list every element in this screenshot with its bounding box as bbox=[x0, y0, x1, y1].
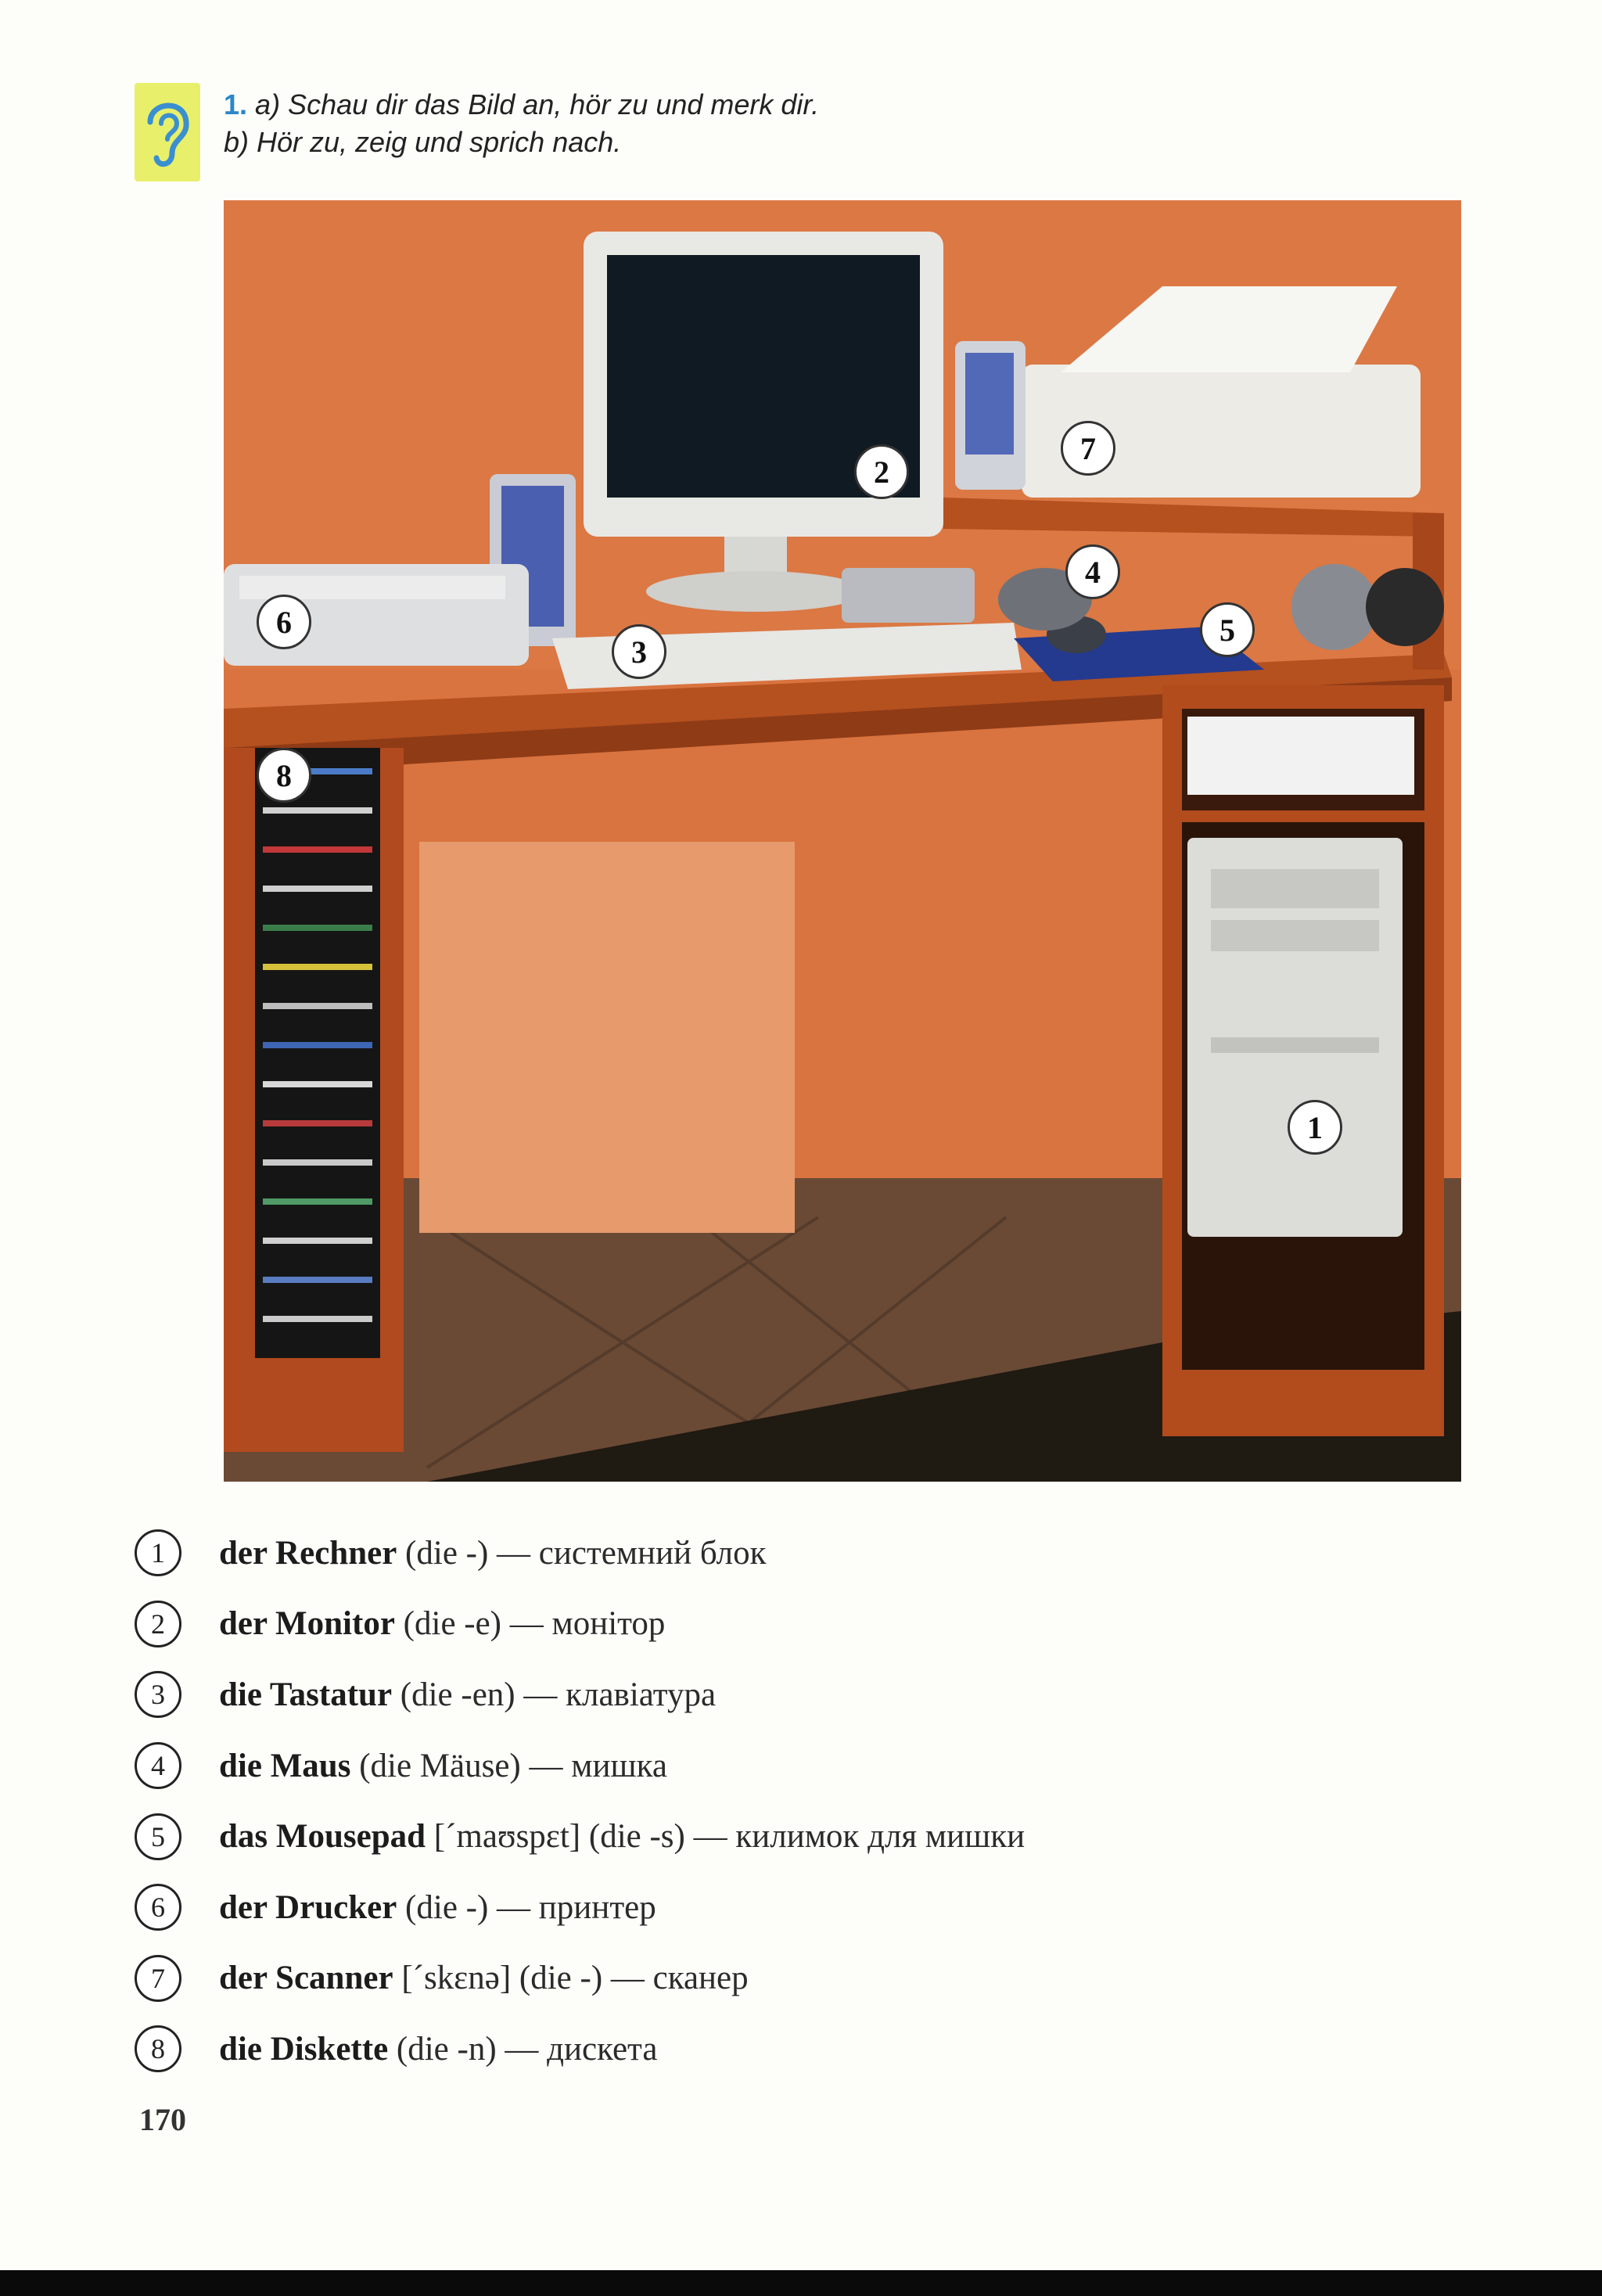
translation: (die -e) — монітор bbox=[394, 1605, 666, 1643]
listening-badge bbox=[135, 83, 200, 181]
item-number: 6 bbox=[135, 1884, 181, 1931]
callout-5: 5 bbox=[1200, 602, 1255, 657]
german-word: die Maus bbox=[219, 1747, 351, 1784]
item-number: 2 bbox=[135, 1600, 181, 1647]
item-number: 8 bbox=[135, 2025, 181, 2073]
vocab-entry: der Rechner (die -) — системний блок bbox=[219, 1534, 767, 1572]
vocab-entry: die Tastatur (die -en) — клавіатура bbox=[219, 1676, 716, 1714]
page-number: 170 bbox=[139, 2102, 186, 2137]
callout-8: 8 bbox=[257, 748, 311, 803]
german-word: die Tastatur bbox=[219, 1676, 393, 1713]
item-number: 3 bbox=[135, 1671, 181, 1719]
item-number: 7 bbox=[135, 1954, 181, 2002]
translation: [ˊmaʊspɛt] (die -s) — килимок для мишки bbox=[426, 1818, 1025, 1856]
list-item: 1 der Rechner (die -) — системний блок bbox=[135, 1518, 1025, 1589]
callout-1: 1 bbox=[1288, 1100, 1342, 1155]
german-word: der Monitor bbox=[219, 1605, 395, 1643]
vocab-entry: der Scanner [ˊskɛnə] (die -) — сканер bbox=[219, 1959, 749, 1997]
vocab-entry: der Drucker (die -) — принтер bbox=[219, 1888, 656, 1927]
german-word: der Scanner bbox=[219, 1960, 393, 1997]
item-number: 4 bbox=[135, 1742, 181, 1790]
vocab-entry: das Mousepad [ˊmaʊspɛt] (die -s) — килим… bbox=[219, 1817, 1025, 1856]
vocab-entry: der Monitor (die -e) — монітор bbox=[219, 1604, 665, 1643]
list-item: 3 die Tastatur (die -en) — клавіатура bbox=[135, 1659, 1025, 1730]
list-item: 2 der Monitor (die -e) — монітор bbox=[135, 1589, 1025, 1660]
translation: (die -) — системний блок bbox=[397, 1534, 767, 1572]
translation: [ˊskɛnə] (die -) — сканер bbox=[393, 1960, 749, 1997]
vocab-entry: die Maus (die Mäuse) — мишка bbox=[219, 1747, 667, 1785]
german-word: der Drucker bbox=[219, 1888, 397, 1926]
callout-3: 3 bbox=[612, 624, 666, 679]
item-number: 5 bbox=[135, 1813, 181, 1860]
callout-6: 6 bbox=[257, 595, 311, 649]
list-item: 5 das Mousepad [ˊmaʊspɛt] (die -s) — кил… bbox=[135, 1801, 1025, 1872]
task-text-b: b) Hör zu, zeig und sprich nach. bbox=[224, 126, 622, 158]
callout-7: 7 bbox=[1061, 421, 1115, 476]
computer-desk-photo: 1 2 3 4 5 6 7 8 bbox=[224, 200, 1461, 1482]
callout-2: 2 bbox=[854, 444, 909, 499]
task-line-b: b) Hör zu, zeig und sprich nach. bbox=[224, 124, 819, 161]
german-word: das Mousepad bbox=[219, 1818, 426, 1856]
task-line-a: 1. a) Schau dir das Bild an, hör zu und … bbox=[224, 86, 819, 124]
task-number: 1. bbox=[224, 88, 248, 120]
callout-4: 4 bbox=[1065, 544, 1120, 599]
list-item: 4 die Maus (die Mäuse) — мишка bbox=[135, 1730, 1025, 1802]
scan-bottom-edge bbox=[0, 2270, 1602, 2296]
list-item: 6 der Drucker (die -) — принтер bbox=[135, 1872, 1025, 1943]
german-word: die Diskette bbox=[219, 2030, 389, 2068]
translation: (die -n) — дискета bbox=[388, 2030, 658, 2068]
ear-icon bbox=[147, 102, 189, 167]
translation: (die Mäuse) — мишка bbox=[350, 1747, 667, 1784]
vocab-entry: die Diskette (die -n) — дискета bbox=[219, 2030, 657, 2068]
translation: (die -en) — клавіатура bbox=[392, 1676, 717, 1713]
item-number: 1 bbox=[135, 1529, 181, 1577]
german-word: der Rechner bbox=[219, 1534, 397, 1572]
task-instructions: 1. a) Schau dir das Bild an, hör zu und … bbox=[224, 86, 819, 161]
vocabulary-list: 1 der Rechner (die -) — системний блок 2… bbox=[135, 1518, 1025, 2085]
list-item: 8 die Diskette (die -n) — дискета bbox=[135, 2014, 1025, 2085]
task-text-a: a) Schau dir das Bild an, hör zu und mer… bbox=[255, 88, 820, 120]
translation: (die -) — принтер bbox=[397, 1888, 656, 1926]
list-item: 7 der Scanner [ˊskɛnə] (die -) — сканер bbox=[135, 1943, 1025, 2014]
